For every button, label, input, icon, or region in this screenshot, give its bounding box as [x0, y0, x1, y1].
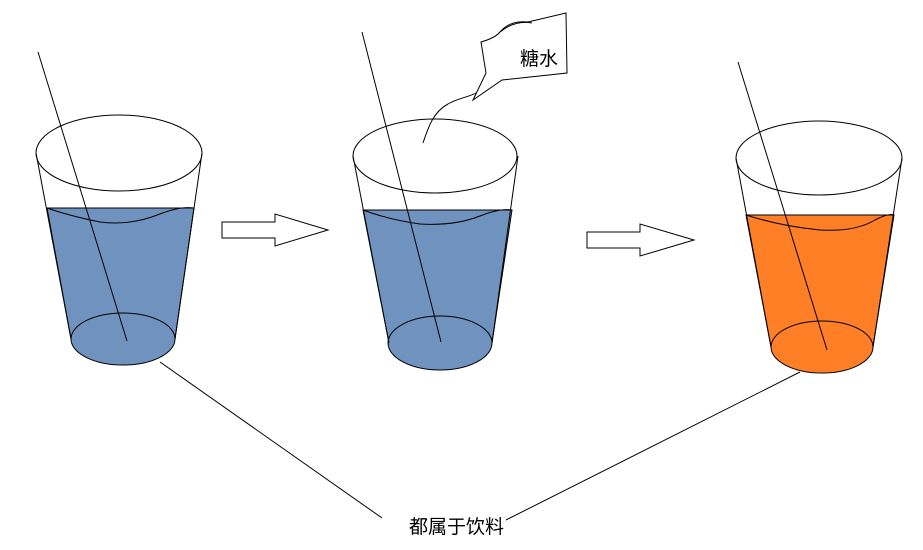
arrow-2 [586, 223, 696, 257]
connector-right [505, 371, 801, 521]
cup-3-rim [735, 120, 903, 196]
cup-3 [735, 61, 903, 374]
cup-3-liquid-surface [745, 214, 895, 231]
cup-3-bottom [770, 320, 874, 374]
sugar-water-bag: 糖水 [471, 12, 568, 102]
arrow-1 [221, 213, 330, 247]
cup-2 [352, 31, 519, 371]
cup-1-liquid-surface [46, 207, 195, 224]
cup-2-straw [361, 31, 442, 343]
cup-1-rim [35, 114, 203, 192]
cup-1-straw [37, 51, 128, 342]
cup-1 [35, 51, 203, 366]
connector-left [159, 361, 383, 519]
caption-label: 都属于饮料 [409, 516, 504, 538]
cup-3-straw [737, 61, 828, 351]
cup-1-bottom [70, 312, 176, 366]
bag-fold [499, 21, 533, 33]
sugar-water-stream [422, 91, 479, 144]
bag-label: 糖水 [520, 48, 558, 70]
cup-2-bottom [387, 315, 493, 371]
cup-2-liquid-surface [362, 209, 513, 225]
cup-2-rim [352, 118, 518, 194]
